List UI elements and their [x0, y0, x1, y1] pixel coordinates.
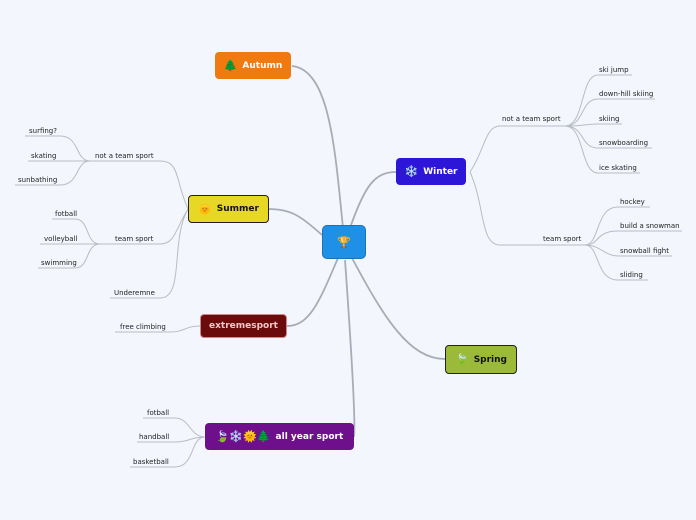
list-item[interactable]: basketball: [133, 458, 169, 466]
list-item[interactable]: fotball: [147, 409, 170, 417]
summer-node[interactable]: 🌞 Summer: [188, 195, 269, 223]
list-item[interactable]: skating: [31, 152, 57, 160]
list-item[interactable]: snowball fight: [620, 247, 669, 255]
list-item[interactable]: ski jump: [599, 66, 629, 74]
leaves-icon: 🍃: [454, 353, 469, 366]
winter-team-label[interactable]: team sport: [543, 235, 582, 243]
sun-icon: 🌞: [198, 202, 212, 216]
list-item[interactable]: sunbathing: [18, 176, 58, 184]
link-root-winter: [349, 171, 397, 229]
list-item[interactable]: sliding: [620, 271, 643, 279]
list-item[interactable]: skiing: [599, 115, 620, 123]
link-winter-team: [469, 171, 585, 246]
trophy-icon: 🏆: [337, 235, 351, 249]
root-node[interactable]: 🏆: [322, 225, 366, 259]
autumn-node[interactable]: 🌲 Autumn: [215, 52, 291, 79]
list-item[interactable]: snowboarding: [599, 139, 649, 147]
spring-label: Spring: [473, 354, 507, 365]
link-root-spring: [351, 257, 446, 360]
summer-team-label[interactable]: team sport: [115, 235, 154, 243]
extremesport-label: extremesport: [209, 321, 278, 331]
winter-label: Winter: [423, 166, 458, 177]
winter-notteam-label[interactable]: not a team sport: [502, 115, 561, 123]
extremesport-node[interactable]: extremesport: [200, 314, 287, 338]
list-item[interactable]: build a snowman: [620, 222, 680, 230]
season-icons: 🍃❄️🌞🌲: [215, 430, 271, 443]
summer-underemne-label[interactable]: Underemne: [114, 289, 155, 297]
list-item[interactable]: ice skating: [599, 164, 637, 172]
list-item[interactable]: handball: [139, 433, 170, 441]
list-item[interactable]: volleyball: [44, 235, 78, 243]
snowflake-icon: ❄️: [404, 165, 419, 178]
allyear-label: all year sport: [275, 431, 344, 442]
link-root-summer: [267, 208, 323, 236]
list-item[interactable]: hockey: [620, 198, 645, 206]
link-summer-notteam: [90, 160, 189, 210]
summer-notteam-label[interactable]: not a team sport: [95, 152, 154, 160]
winter-node[interactable]: ❄️ Winter: [396, 158, 466, 185]
link-summer-underemne: [110, 208, 189, 299]
list-item[interactable]: down-hill skiing: [599, 90, 654, 98]
list-item[interactable]: surfing?: [29, 127, 57, 135]
link-root-allyear: [344, 259, 356, 438]
autumn-label: Autumn: [242, 60, 283, 71]
link-winter-notteam: [469, 125, 565, 173]
list-item[interactable]: swimming: [41, 259, 77, 267]
summer-label: Summer: [216, 204, 259, 214]
spring-node[interactable]: 🍃 Spring: [445, 345, 517, 374]
link-root-extreme: [286, 257, 339, 327]
allyear-node[interactable]: 🍃❄️🌞🌲 all year sport: [205, 423, 354, 450]
evergreen-tree-icon: 🌲: [223, 59, 238, 72]
list-item[interactable]: fotball: [55, 210, 78, 218]
list-item[interactable]: free climbing: [120, 323, 166, 331]
link-root-autumn: [291, 65, 344, 229]
